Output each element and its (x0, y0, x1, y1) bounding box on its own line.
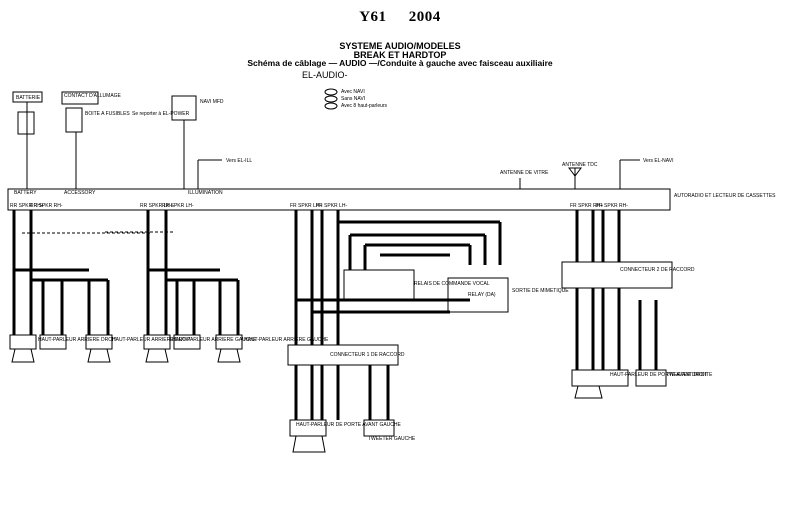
rear-speaker-2 (39, 334, 67, 350)
label-se-reporter: Se reporter à EL-POWER (132, 111, 190, 117)
label-vers-el-navi: Vers EL-NAVI (643, 158, 673, 164)
label-fr-spk-rh-pos: FR SPKR RH+ (570, 203, 603, 209)
label-illumination: ILLUMINATION (188, 190, 223, 196)
label-hp1: HAUT-PARLEUR ARRIERE DROIT (38, 337, 117, 343)
label-rr-spk-rh-neg: RR SPKR RH- (30, 203, 63, 209)
tweeter-right (635, 369, 667, 387)
label-hp-av-d: HAUT-PARLEUR DE PORTE AVANT DROITE (610, 372, 713, 378)
label-sortie: SORTIE DE MIMETIQUE (512, 288, 569, 294)
label-accessory: ACCESSORY (64, 190, 96, 196)
label-hp2: HAUT-PARLEUR ARRIERE DROIT (112, 337, 191, 343)
diagram-code: EL-AUDIO- (302, 70, 348, 80)
model-year-heading: Y61 2004 (0, 9, 800, 26)
voice-relay-box (343, 269, 415, 301)
diagram-subtitle: Schéma de câblage — AUDIO —/Conduite à g… (247, 58, 553, 68)
label-contact: CONTACT D'ALLUMAGE (64, 93, 122, 99)
connector-1-box (287, 344, 399, 366)
label-navi-mfd: NAVI MFD (200, 99, 224, 105)
legend-item-2: Sans NAVI (341, 96, 365, 102)
label-hp-av-g: HAUT-PARLEUR DE PORTE AVANT GAUCHE (296, 422, 402, 428)
rear-speaker-1 (9, 334, 37, 350)
label-battery: BATTERY (14, 190, 37, 196)
legend-item-1: Avec NAVI (341, 89, 365, 95)
label-antenne-tdc: ANTENNE TDC (562, 162, 598, 168)
front-door-speaker-right (571, 369, 629, 387)
label-connector-1: CONNECTEUR 1 DE RACCORD (330, 352, 405, 358)
label-autoradio: AUTORADIO ET LECTEUR DE CASSETTES (674, 193, 776, 199)
label-rr-spk-rh-pos: RR SPKR RH+ (10, 203, 44, 209)
label-fr-spk-rh-neg: FR SPKR RH- (596, 203, 628, 209)
label-relais: RELAIS DE COMMANDE VOCAL (414, 281, 490, 287)
label-hp3: HAUT-PARLEUR ARRIERE GAUCHE (172, 337, 257, 343)
rear-speaker-4 (143, 334, 171, 350)
label-antenne: ANTENNE DE VITRE (500, 170, 549, 176)
label-connector-2: CONNECTEUR 2 DE RACCORD (620, 267, 695, 273)
label-vers-el-ill: Vers EL-ILL (226, 158, 252, 164)
label-batterie: BATTERIE (16, 95, 41, 101)
label-relay: RELAY (DA) (468, 292, 496, 298)
label-hp4: HAUT-PARLEUR ARRIERE GAUCHE (244, 337, 329, 343)
model-year: 2004 (408, 9, 441, 25)
label-tweeter-d: TWEETER DROIT (666, 372, 707, 378)
label-rr-spk-lh-neg: RR SPKR LH- (162, 203, 194, 209)
rear-speaker-3 (85, 334, 113, 350)
tweeter-left (363, 419, 395, 437)
relay-box (447, 277, 509, 313)
label-tweeter-g: TWEETER GAUCHE (368, 436, 416, 442)
label-fr-spk-lh-neg: FR SPKR LH- (316, 203, 347, 209)
label-fuse-box: BOITE A FUSIBLES (85, 111, 130, 117)
rear-speaker-6 (215, 334, 243, 350)
label-rr-spk-lh-pos: RR SPKR LH+ (140, 203, 173, 209)
title-line-1: SYSTEME AUDIO/MODELES (339, 41, 461, 51)
front-door-speaker-left (289, 419, 327, 437)
model-code: Y61 (359, 9, 387, 25)
title-line-2: BREAK ET HARDTOP (353, 50, 447, 60)
legend (324, 88, 338, 110)
legend-item-3: Avec 8 haut-parleurs (341, 103, 388, 109)
rear-speaker-5 (173, 334, 201, 350)
label-fr-spk-lh-pos: FR SPKR LH+ (290, 203, 322, 209)
connector-2-box (561, 261, 673, 289)
